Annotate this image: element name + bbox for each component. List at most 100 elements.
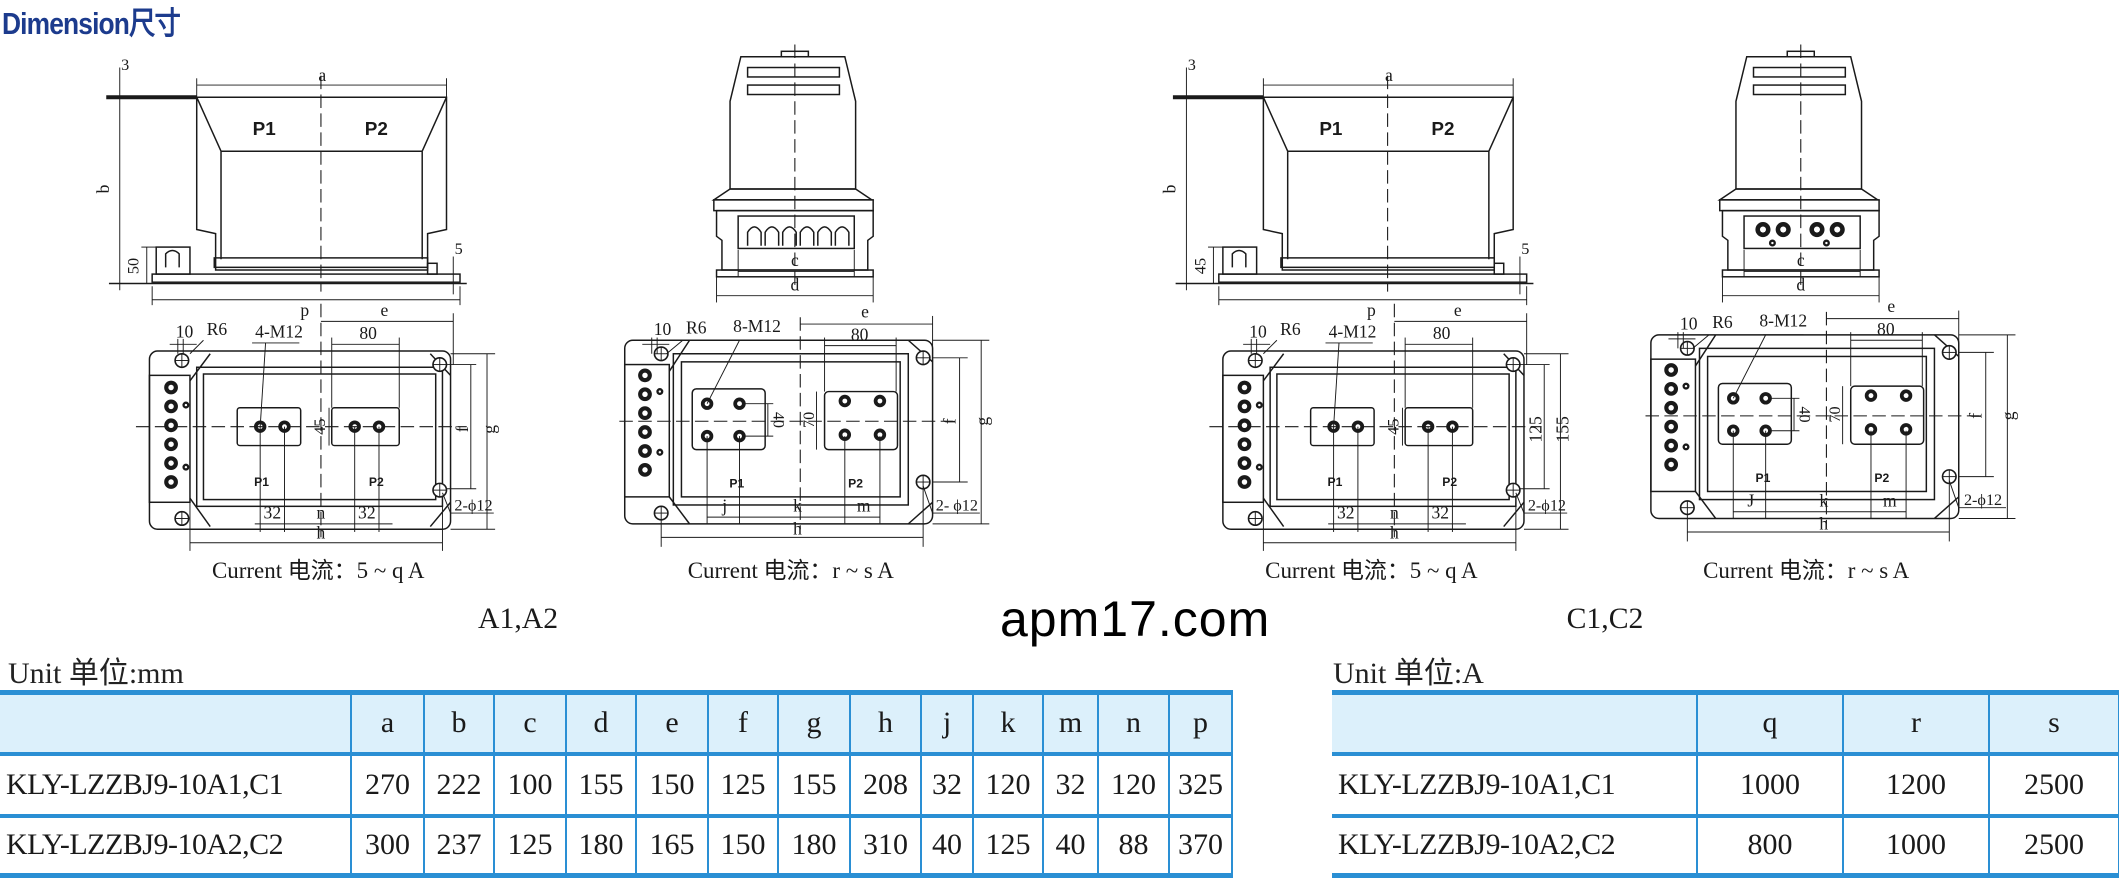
hole-center [1241, 441, 1248, 447]
plate-label-p1: P1 [729, 476, 744, 490]
table-cell: 125 [707, 753, 779, 818]
dim-label-phi: 2- ϕ12 [936, 496, 978, 514]
dim-label-m: m [1883, 490, 1897, 510]
current-range-a1: Current 电流：5 ~ q A [212, 558, 425, 583]
terminal-loop [1231, 249, 1247, 268]
table-cell: j [920, 690, 974, 756]
primary-plate-p1 [1717, 382, 1793, 445]
dim-label-r6: R6 [1712, 312, 1733, 332]
terminal-label-p1: P1 [1319, 119, 1342, 140]
hole-center [168, 441, 174, 447]
chamfer [189, 353, 211, 382]
dim-label-5: 5 [1521, 240, 1529, 258]
hole-center [1763, 395, 1769, 401]
top-frame-inner [1706, 355, 1928, 493]
hole-center [168, 460, 174, 466]
dim-label-b: b [1160, 184, 1180, 193]
dim-label-m12: 4-M12 [1329, 322, 1377, 342]
terminal-label-p1: P1 [253, 119, 276, 140]
hole-center [184, 403, 188, 407]
body-edge [1262, 96, 1289, 152]
dim-label-32: 32 [358, 502, 376, 522]
hole-center [877, 432, 883, 438]
leader [1333, 342, 1340, 427]
dim-label-base: 45 [1191, 258, 1209, 274]
body-edge [421, 96, 448, 152]
chamfer [1694, 491, 1717, 519]
flange-band [1719, 199, 1880, 212]
plate-label-p2: P2 [1874, 471, 1889, 485]
body-edge [196, 96, 222, 152]
table-cell: 165 [635, 815, 709, 878]
hole-center [877, 398, 883, 404]
dim-label-phi: 2-ϕ12 [454, 496, 492, 514]
dim-label-10: 10 [176, 322, 194, 342]
side-view-c: cd [1717, 44, 1881, 303]
hole-center [1903, 393, 1909, 399]
hole-center [168, 422, 174, 429]
table-cell: h [849, 690, 922, 756]
dim-label-g: g [972, 417, 992, 426]
dim-label-c: c [1797, 250, 1805, 270]
dim-label-10: 10 [654, 319, 672, 339]
dim-label-c: c [791, 250, 799, 270]
dim-label-k: k [1819, 490, 1828, 510]
dim-label-45: 45 [1384, 419, 1402, 435]
table-cell: 310 [849, 815, 922, 878]
hole-center [737, 401, 742, 407]
dim-label-f: f [452, 426, 472, 432]
row-label-cell: KLY-LZZBJ9-10A1,C1 [1332, 753, 1698, 818]
current-range-c2: Current 电流：r ~ s A [1703, 558, 1910, 583]
table-cell: 120 [1097, 753, 1170, 818]
hole-center [642, 429, 648, 435]
terminal-arch [799, 226, 815, 246]
dim-label-d: d [1796, 274, 1805, 294]
primary-plate-p1 [691, 388, 766, 451]
table-cell: 150 [707, 815, 779, 878]
table-cell: 1000 [1696, 753, 1844, 818]
secondary-strip [148, 374, 191, 504]
row-label-cell: KLY-LZZBJ9-10A2,C2 [1332, 815, 1698, 878]
transformer-body [195, 96, 448, 271]
dim-label-h: h [793, 519, 802, 539]
table-cell: 237 [423, 815, 495, 878]
hole-center [642, 448, 648, 454]
primary-plate-p2 [823, 390, 899, 451]
dim-label-r6: R6 [1280, 319, 1301, 339]
flange-band [713, 199, 874, 212]
table-cell: g [777, 690, 851, 756]
dim-label-e: e [1454, 300, 1462, 320]
hole-center [1241, 403, 1248, 410]
side-view-a: cd [711, 44, 875, 303]
hole-center [1759, 226, 1766, 233]
hole-center [1241, 460, 1248, 466]
terminal-arch [746, 226, 762, 246]
dim-label-80: 80 [1433, 323, 1451, 343]
terminal-block [1743, 215, 1861, 250]
table-cell: 32 [920, 753, 974, 818]
table-cell: a [350, 690, 425, 756]
table-cell: b [423, 690, 495, 756]
table-cell: 150 [635, 753, 709, 818]
hole-center [658, 390, 662, 393]
hole-center [1241, 384, 1248, 391]
table-cell: q [1696, 690, 1844, 756]
slot [1752, 84, 1847, 96]
hole-center [642, 372, 648, 379]
leader [1515, 492, 1525, 514]
table-cell: 32 [1042, 753, 1099, 818]
base-plate [151, 273, 461, 283]
dim-label-b: b [93, 184, 113, 193]
table-cell: p [1168, 690, 1233, 756]
table-cell: 2500 [1988, 753, 2119, 818]
row-label-cell: KLY-LZZBJ9-10A2,C2 [0, 815, 352, 878]
dim-label-base: 50 [125, 258, 143, 274]
watermark: apm17.com [1000, 591, 1271, 647]
earth-terminal [1493, 262, 1505, 275]
table-cell: 2500 [1988, 815, 2119, 878]
dim-label-80: 80 [851, 324, 869, 344]
top-frame [1269, 366, 1517, 508]
